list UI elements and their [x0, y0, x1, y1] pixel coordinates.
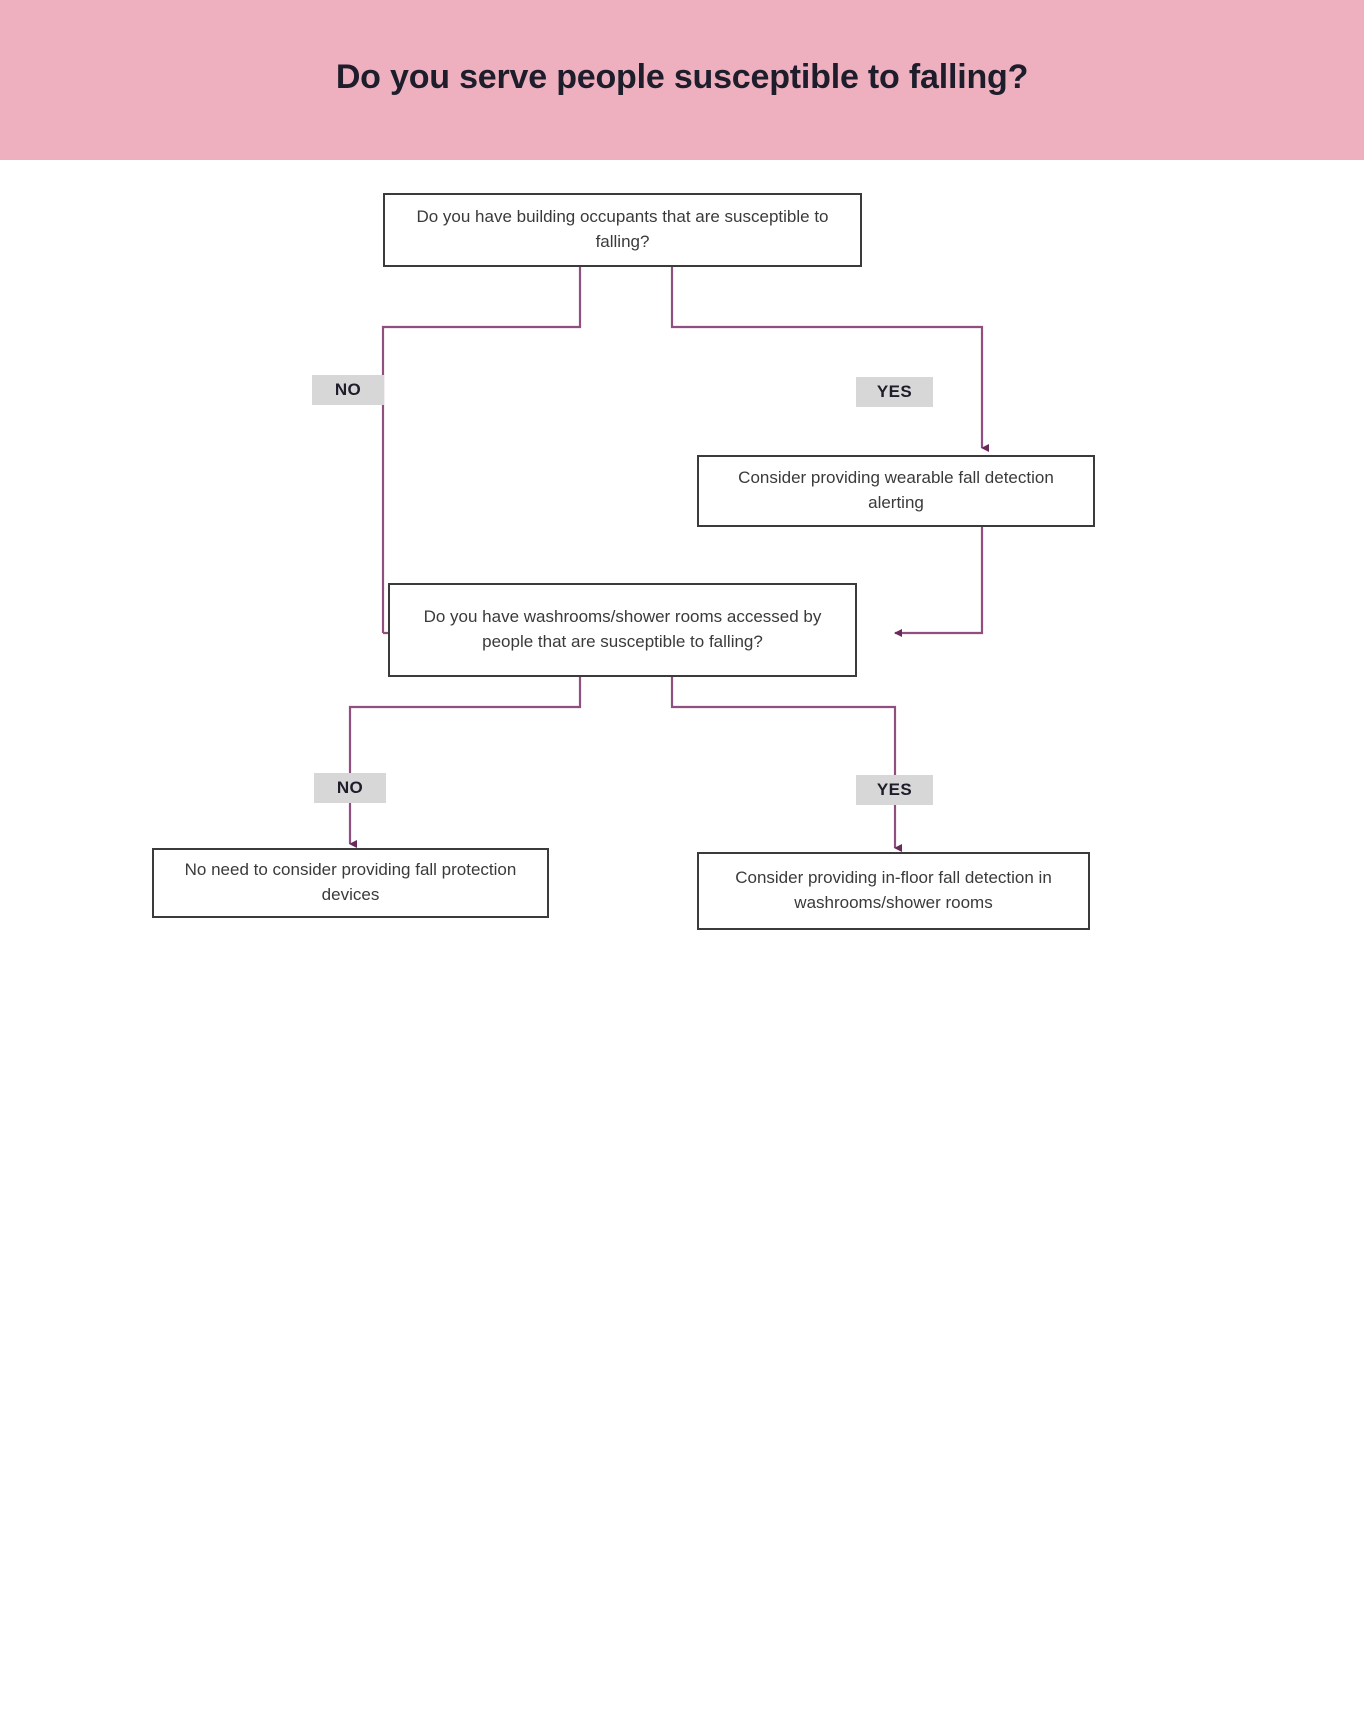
node-outcome-no-fall-protection-needed[interactable]: No need to consider providing fall prote…	[152, 848, 549, 918]
edge-q1-yes-to-a1	[670, 267, 984, 398]
node-action-wearable-fall-detection[interactable]: Consider providing wearable fall detecti…	[697, 455, 1095, 527]
page-title: Do you serve people susceptible to falli…	[335, 57, 1029, 96]
header-band: Do you serve people susceptible to falli…	[0, 0, 1364, 160]
branch-label-yes-upper: YES	[856, 377, 933, 407]
branch-label-no-upper: NO	[312, 375, 384, 405]
edge-q2-no-to-a2	[348, 677, 582, 780]
edge-q2-yes-to-a3	[670, 677, 897, 782]
flowchart-canvas: Do you have building occupants that are …	[0, 160, 1364, 1716]
branch-label-yes-lower: YES	[856, 775, 933, 805]
node-question-washrooms-shower-rooms[interactable]: Do you have washrooms/shower rooms acces…	[388, 583, 857, 677]
edge-a1-to-q2	[894, 527, 984, 637]
edge-q1-no-to-q2	[381, 267, 582, 633]
branch-label-no-lower: NO	[314, 773, 386, 803]
node-outcome-in-floor-fall-detection[interactable]: Consider providing in-floor fall detecti…	[697, 852, 1090, 930]
node-question-building-occupants[interactable]: Do you have building occupants that are …	[383, 193, 862, 267]
connector-layer	[348, 267, 989, 852]
